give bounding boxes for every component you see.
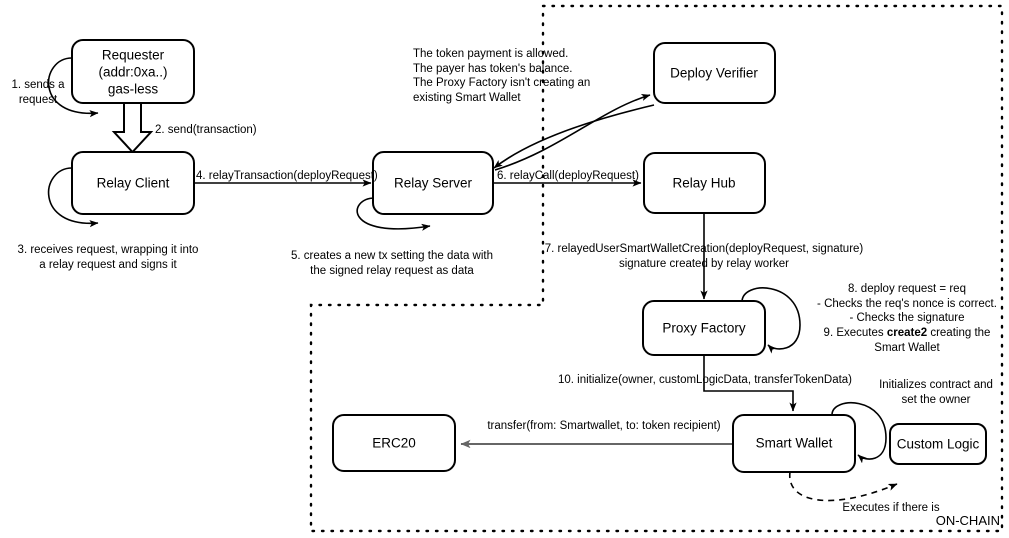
- node-custom-logic[interactable]: Custom Logic: [889, 423, 987, 465]
- initializes-note-line2: set the owner: [901, 394, 970, 406]
- verifier-note-line3: The Proxy Factory isn't creating an: [413, 77, 590, 89]
- executes-note: Executes if there is: [842, 502, 939, 514]
- custom-logic-label: Custom Logic: [897, 437, 980, 452]
- relay-hub-label: Relay Hub: [672, 176, 735, 191]
- edge-label-step1-line2: request: [19, 94, 58, 106]
- verifier-note-line2: The payer has token's balance.: [413, 63, 572, 75]
- relay-client-box[interactable]: [71, 151, 195, 215]
- edge-executes-custom-logic: [789, 471, 898, 502]
- edge-label-step8-line1: 8. deploy request = req: [848, 283, 966, 295]
- node-proxy-factory[interactable]: Proxy Factory: [642, 300, 766, 356]
- deploy-verifier-box[interactable]: [653, 42, 776, 104]
- edge-label-step6: 6. relayCall(deployRequest): [497, 170, 639, 182]
- erc20-label: ERC20: [372, 436, 416, 451]
- edge-label-transfer: transfer(from: Smartwallet, to: token re…: [487, 420, 720, 432]
- edge-label-step9-line2: Smart Wallet: [874, 342, 940, 354]
- relay-client-label: Relay Client: [97, 176, 170, 191]
- node-relay-client[interactable]: Relay Client: [71, 151, 195, 215]
- edge-step5-selfloop: [356, 197, 431, 231]
- smart-wallet-box[interactable]: [732, 414, 856, 473]
- deploy-verifier-label: Deploy Verifier: [670, 66, 758, 81]
- edge-label-step2: 2. send(transaction): [155, 124, 257, 136]
- edge-label-step3-line1: 3. receives request, wrapping it into: [18, 244, 199, 256]
- edge-relay-server-to-deploy-verifier: [494, 93, 651, 171]
- proxy-factory-label: Proxy Factory: [662, 321, 746, 336]
- relay-server-box[interactable]: [372, 151, 494, 215]
- verifier-note-line1: The token payment is allowed.: [413, 48, 568, 60]
- relay-hub-box[interactable]: [643, 152, 766, 214]
- proxy-factory-box[interactable]: [642, 300, 766, 356]
- requester-label-line1: Requester: [102, 48, 165, 63]
- edge-deploy-verifier-to-relay-server: [493, 104, 655, 169]
- edge-label-step8-line2: - Checks the req's nonce is correct.: [817, 298, 997, 310]
- node-requester[interactable]: Requester (addr:0xa..) gas-less: [71, 39, 195, 104]
- edge-label-step7-line1: 7. relayedUserSmartWalletCreation(deploy…: [545, 243, 864, 255]
- edge-step89-selfloop: [741, 287, 801, 354]
- edge-label-step7-line2: signature created by relay worker: [619, 258, 789, 270]
- edge-step2-blockarrow: [111, 102, 154, 154]
- smart-wallet-label: Smart Wallet: [756, 436, 833, 451]
- custom-logic-box[interactable]: [889, 423, 987, 465]
- on-chain-label: ON-CHAIN: [936, 513, 1000, 528]
- edge-label-step3-line2: a relay request and signs it: [39, 259, 177, 271]
- edge-step10: [703, 355, 797, 412]
- relay-server-label: Relay Server: [394, 176, 473, 191]
- initializes-note-line1: Initializes contract and: [879, 379, 993, 391]
- node-relay-server[interactable]: Relay Server: [372, 151, 494, 215]
- erc20-box[interactable]: [332, 414, 456, 472]
- requester-label-line3: gas-less: [108, 82, 159, 97]
- edge-label-step9-line1: 9. Executes create2 creating the: [824, 327, 991, 339]
- edge-label-step5-line1: 5. creates a new tx setting the data wit…: [291, 250, 493, 262]
- edge-step3-selfloop: [47, 167, 99, 228]
- node-relay-hub[interactable]: Relay Hub: [643, 152, 766, 214]
- step9-create2: create2: [887, 327, 927, 339]
- step9-pre: 9. Executes: [824, 327, 887, 339]
- edge-step1-selfloop: [47, 57, 99, 118]
- edge-label-step10: 10. initialize(owner, customLogicData, t…: [558, 374, 852, 386]
- edge-smart-wallet-selfloop: [831, 402, 887, 464]
- edge-label-step4: 4. relayTransaction(deployRequest): [196, 170, 378, 182]
- requester-label-line2: (addr:0xa..): [98, 65, 167, 80]
- node-erc20[interactable]: ERC20: [332, 414, 456, 472]
- edge-label-step8-line3: - Checks the signature: [849, 312, 964, 324]
- edge-label-step1-line1: 1. sends a: [11, 79, 65, 91]
- requester-box[interactable]: [71, 39, 195, 104]
- node-deploy-verifier[interactable]: Deploy Verifier: [653, 42, 776, 104]
- node-smart-wallet[interactable]: Smart Wallet: [732, 414, 856, 473]
- verifier-note-line4: existing Smart Wallet: [413, 92, 521, 104]
- step9-post: creating the: [927, 327, 990, 339]
- edge-label-step5-line2: the signed relay request as data: [310, 265, 474, 277]
